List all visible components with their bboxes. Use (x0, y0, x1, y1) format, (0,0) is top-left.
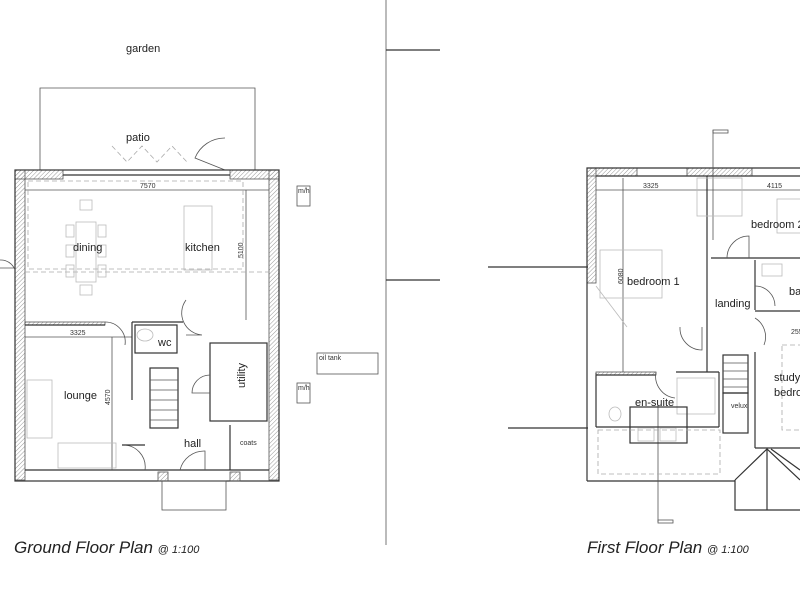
toilet (136, 328, 154, 342)
bay-roof (734, 448, 800, 511)
sofa (26, 379, 53, 439)
label-oil-tank: oil tank (319, 355, 342, 362)
label-hall: hall (184, 438, 201, 450)
label-coats: coats (240, 440, 257, 447)
manhole-2 (296, 382, 311, 404)
first-floor-title-text: First Floor Plan (587, 538, 703, 557)
shower (676, 377, 716, 415)
bed-1 (599, 249, 663, 299)
label-bathroom: ba (789, 286, 800, 298)
label-kitchen: kitchen (185, 242, 220, 254)
oil-tank (316, 352, 379, 375)
label-bedroom-1: bedroom 1 (627, 276, 680, 288)
label-velux: velux (731, 403, 748, 410)
porch (161, 480, 227, 511)
label-study-bedroom: bedro (774, 387, 800, 399)
label-dining: dining (73, 242, 102, 254)
first-floor-title: First Floor Plan @ 1:100 (587, 538, 749, 558)
dim-kitchen-depth: 5100 (238, 242, 245, 258)
label-garden: garden (126, 43, 160, 55)
dining-table (65, 199, 107, 296)
label-en-suite: en-suite (635, 397, 674, 409)
dim-bedroom1-depth: 6080 (618, 268, 625, 284)
dim-width-total: 7570 (140, 183, 156, 190)
ground-floor-title-text: Ground Floor Plan (14, 538, 153, 557)
bed-2 (776, 198, 800, 234)
ground-outer-wall (14, 169, 280, 482)
label-lounge: lounge (64, 390, 97, 402)
sheet-divider (385, 0, 588, 545)
dim-study-width: 255 (791, 329, 800, 336)
label-wc: wc (157, 337, 172, 349)
first-floor-scale: @ 1:100 (706, 544, 749, 556)
toilet (608, 406, 622, 422)
label-patio: patio (126, 132, 150, 144)
ground-floor-scale: @ 1:100 (157, 544, 200, 556)
patio-outline (39, 87, 256, 170)
label-landing: landing (715, 298, 750, 310)
dim-bedroom1-width: 3325 (643, 183, 659, 190)
label-bedroom-2: bedroom 2 (751, 219, 800, 231)
ground-floor-plan: garden patio 7570 5100 3325 4570 (0, 43, 379, 511)
label-manhole-2: m/h (298, 385, 310, 392)
dim-bedroom2-width: 4115 (767, 183, 782, 190)
patio-door-swing (194, 137, 226, 171)
label-utility: utility (236, 362, 248, 388)
ground-floor-title: Ground Floor Plan @ 1:100 (14, 538, 199, 558)
label-manhole-1: m/h (298, 188, 310, 195)
bifold-doors (111, 145, 188, 163)
sofa (57, 442, 117, 469)
dim-lounge-depth: 4570 (105, 389, 112, 405)
dim-lounge-width: 3325 (70, 330, 86, 337)
kitchen-island (183, 205, 213, 271)
label-study: study (774, 372, 800, 384)
side-door (0, 259, 16, 271)
manhole-1 (296, 185, 311, 207)
vanity (629, 406, 688, 444)
first-floor-plan: 3325 4115 6080 255 bedroom 1 bedroom 2 l… (586, 129, 800, 524)
